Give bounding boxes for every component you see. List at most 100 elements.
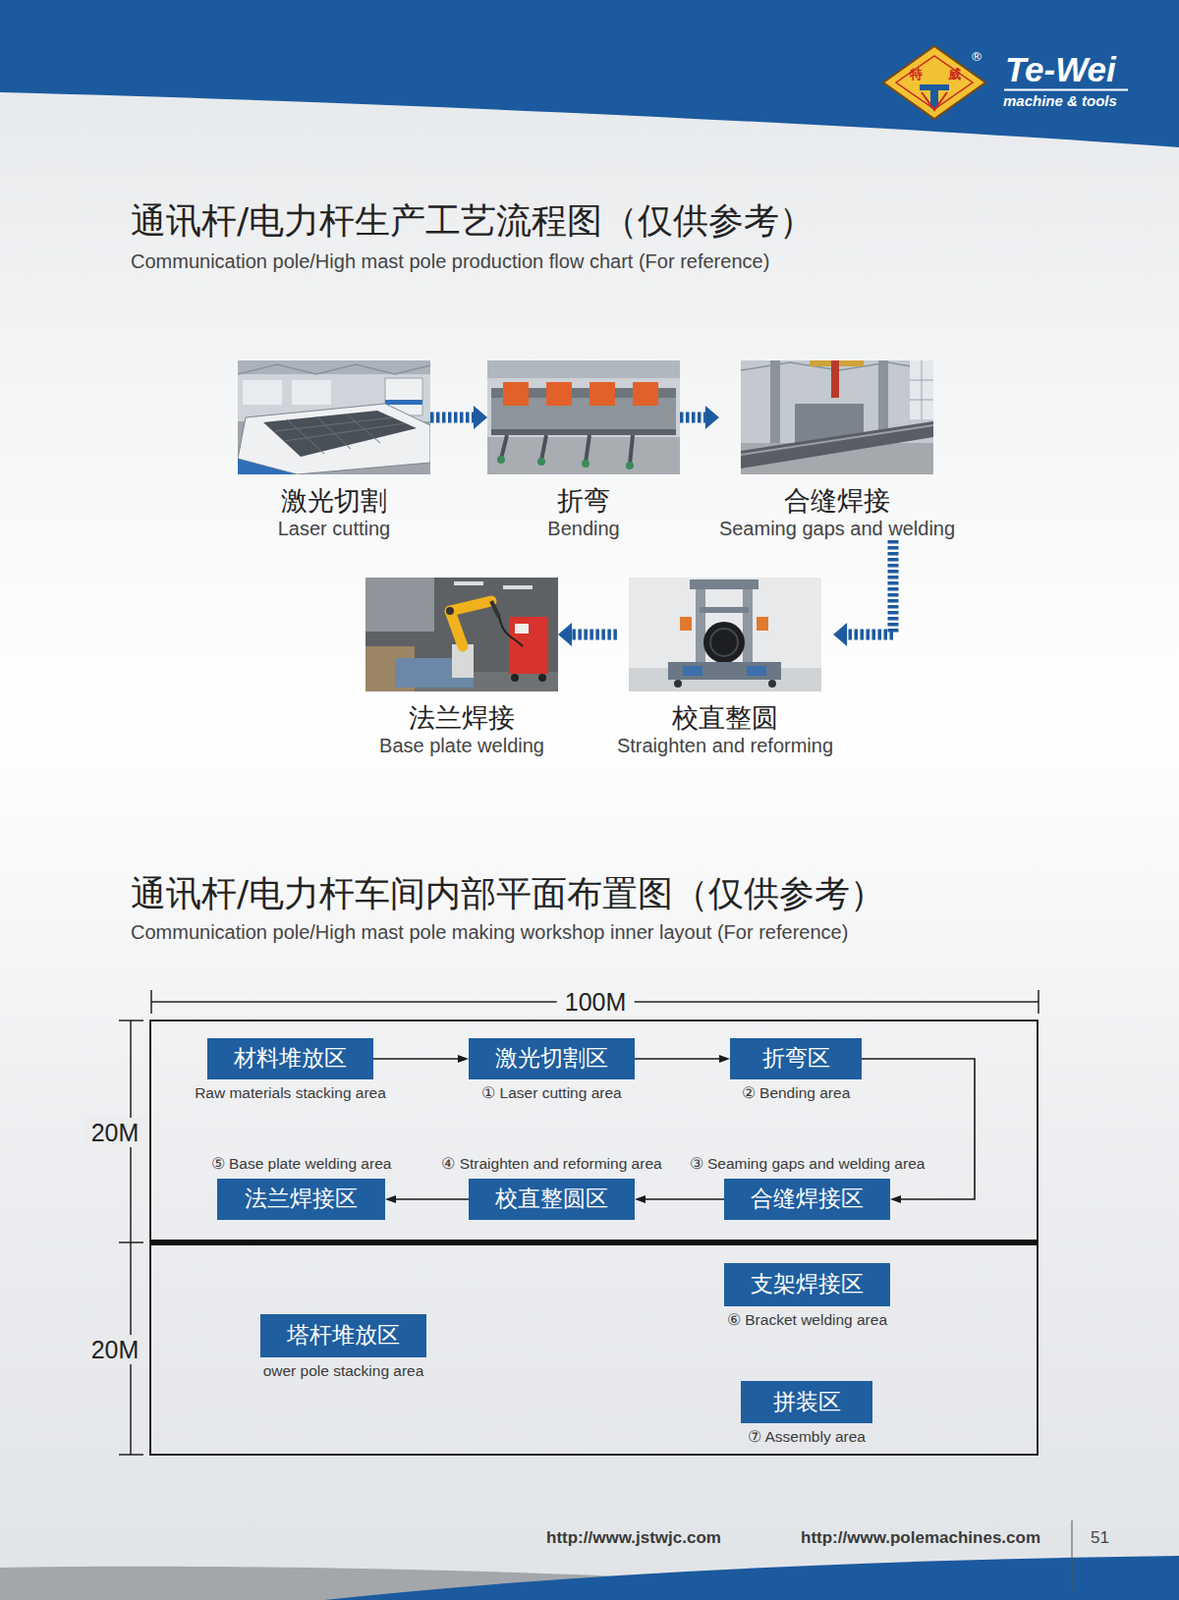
workshop-zone: 法兰焊接区⑤ Base plate welding area xyxy=(217,1179,386,1221)
zone-name: 折弯区 xyxy=(762,1045,831,1073)
step-name: 激光切割 xyxy=(280,485,388,517)
straighten-photo-part-part xyxy=(682,666,703,676)
straighten-photo-part-part xyxy=(742,581,753,667)
workshop-zone: 激光切割区① Laser cutting area xyxy=(468,1038,635,1080)
laser-photo-part-part xyxy=(385,399,423,405)
step-name-en: Seaming gaps and welding xyxy=(719,516,955,541)
dimension-label: 20M xyxy=(83,1335,148,1365)
workshop-zone: 校直整圆区④ Straighten and reforming area xyxy=(468,1179,635,1221)
logo-part xyxy=(1004,89,1128,92)
bending-photo-part-part xyxy=(537,457,546,466)
bending-photo-part-part xyxy=(487,437,680,475)
process-step: 校直整圆Straighten and reforming xyxy=(617,577,834,758)
laser-photo-part-part xyxy=(237,403,431,475)
workshop-zone: 拼装区⑦ Assembly area xyxy=(740,1381,873,1424)
zone-caption: ⑤ Base plate welding area xyxy=(211,1155,393,1174)
seaming-photo-part-part xyxy=(740,421,934,469)
bending-photo-part-part xyxy=(487,360,680,475)
laser-photo-part-part xyxy=(275,413,405,454)
bending-photo-part-part xyxy=(487,360,680,379)
zone-name: 支架焊接区 xyxy=(750,1271,864,1299)
header-band xyxy=(0,0,1179,148)
arrowhead xyxy=(705,405,720,430)
photo-slot xyxy=(237,360,431,475)
dimension-lines-part xyxy=(1037,990,1040,1014)
registered-mark: ® xyxy=(970,49,984,65)
flow-arrow xyxy=(679,405,720,430)
laser-photo-part-part xyxy=(237,458,297,475)
bending-photo-part-part xyxy=(625,461,634,470)
dimension-label: 100M xyxy=(557,987,635,1017)
workshop-frame-part xyxy=(150,1239,1038,1246)
straighten-photo-part-part xyxy=(679,617,692,631)
website-url: http://www.jstwjc.com xyxy=(546,1528,722,1549)
workshop-frame xyxy=(150,1020,1038,1456)
bending-photo-part-part xyxy=(501,435,633,465)
welding-robot-photo-part-part xyxy=(499,617,523,647)
zone-name: 塔杆堆放区 xyxy=(286,1322,400,1350)
straighten-photo-part xyxy=(628,577,822,692)
flow-arrow xyxy=(558,622,618,647)
connector-line xyxy=(373,1058,458,1061)
straighten-photo-part-part xyxy=(768,679,777,688)
dimension-label: 20M xyxy=(83,1118,148,1148)
bending-photo-part xyxy=(487,360,680,475)
welding-robot-photo-part-part xyxy=(491,601,500,618)
welding-robot-photo-part-part xyxy=(453,581,484,586)
welding-robot-photo xyxy=(365,577,559,692)
subtitle: Communication pole/High mast pole produc… xyxy=(130,249,770,274)
seaming-photo-part-part xyxy=(831,360,840,398)
website-url: http://www.polemachines.com xyxy=(800,1528,1041,1549)
flow-arrow-shaft xyxy=(846,540,894,635)
straighten-photo-part-part xyxy=(699,607,749,614)
flow-arrow xyxy=(430,405,488,430)
laser-photo-part-part xyxy=(291,380,332,405)
subtitle: Communication pole/High mast pole making… xyxy=(130,920,848,945)
zone-caption: ④ Straighten and reforming area xyxy=(441,1155,662,1174)
logo-part xyxy=(930,84,939,109)
zone-name: 法兰焊接区 xyxy=(244,1185,358,1214)
connector-line xyxy=(634,1058,720,1061)
step-name: 折弯 xyxy=(557,485,611,517)
seaming-photo-part-part xyxy=(909,360,934,420)
step-name-en: Straighten and reforming xyxy=(617,733,834,758)
zone-name: 合缝焊接区 xyxy=(750,1185,864,1214)
photo-slot xyxy=(487,360,680,475)
zone-caption: ① Laser cutting area xyxy=(481,1084,621,1103)
process-step: 激光切割Laser cutting xyxy=(237,360,431,541)
bending-photo-part-part xyxy=(546,382,572,406)
bending-photo-part-part xyxy=(581,459,590,468)
header-band-part xyxy=(0,0,1179,148)
welding-robot-photo-part-part xyxy=(510,673,519,682)
connector-arrow xyxy=(373,1055,469,1064)
logo xyxy=(883,46,1128,119)
welding-robot-photo-part-part xyxy=(449,601,492,647)
seaming-photo-part-part xyxy=(740,425,934,455)
straighten-photo xyxy=(628,577,822,692)
connector-arrow xyxy=(634,1055,730,1064)
workshop-zone: 材料堆放区Raw materials stacking area xyxy=(207,1038,374,1080)
laser-photo-part-part xyxy=(237,364,431,375)
straighten-photo-part-part xyxy=(756,617,769,631)
logo-char: 特 xyxy=(909,66,923,83)
footer-band-part xyxy=(1071,1520,1073,1592)
logo-part xyxy=(883,46,986,119)
connector-line xyxy=(395,1198,469,1201)
connector-arrow xyxy=(634,1195,725,1204)
zone-caption: ⑥ Bracket welding area xyxy=(727,1311,888,1330)
dimension-lines xyxy=(118,990,1039,1456)
arrowhead xyxy=(385,1195,396,1204)
photo-slot xyxy=(365,577,559,692)
dimension-lines-part xyxy=(118,1454,144,1457)
welding-robot-photo-part-part xyxy=(503,585,533,590)
dimension-lines-part xyxy=(129,1020,132,1456)
bending-photo-part-part xyxy=(503,382,529,406)
laser-photo-part-part xyxy=(263,410,417,457)
laser-photo-part-part xyxy=(237,360,431,375)
step-name-en: Bending xyxy=(547,516,619,541)
arrowhead xyxy=(719,1055,730,1064)
flow-arrow-shaft xyxy=(571,629,618,641)
arrowhead xyxy=(457,1055,469,1064)
bending-photo-part-part xyxy=(632,382,659,406)
